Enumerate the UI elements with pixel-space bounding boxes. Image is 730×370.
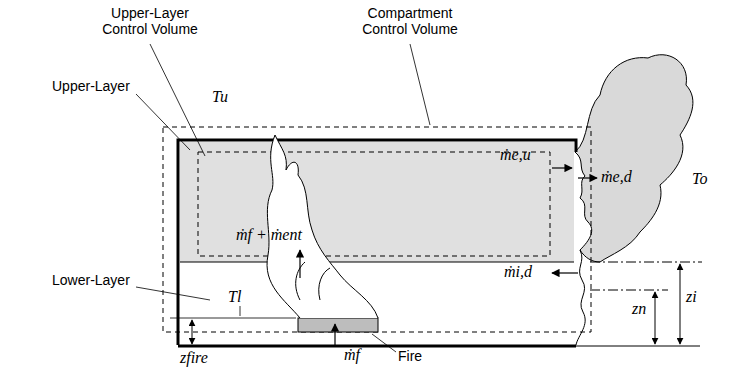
mass-flow-symbol: ṁf [344,346,360,364]
upper-layer-fill [180,142,574,262]
height-symbol: zi [686,288,697,306]
outflow-upper-arrow [552,167,572,168]
mass-flow-symbol: ṁe,u [500,146,531,164]
leader-line [150,44,205,156]
mass-flow-symbol: ṁe,d [601,168,632,186]
leader-line [136,287,210,300]
height-symbol: zfire [180,349,208,367]
neutral-plane-arrow [655,292,656,344]
inflow-arrow [552,272,578,273]
leader-line [410,44,430,125]
temperature-symbol: To [692,170,707,188]
control-volume-label: Upper-Layer Control Volume [92,5,208,37]
layer-label: Lower-Layer [52,272,130,288]
leader-line [136,94,190,150]
interface-height-arrow [680,264,681,344]
ground-line [576,346,700,347]
temperature-symbol: Tl [228,288,241,306]
fire-label: Fire [398,348,422,364]
layer-interface [180,262,574,263]
mass-flow-symbol: ṁf + ṁent [236,226,302,244]
leader-line [240,306,241,316]
control-volume-label: Compartment Control Volume [350,5,470,37]
height-symbol: zn [632,300,646,318]
flame-lines [296,262,330,300]
fire-base-line [170,318,296,319]
fire-elevation-arrow [192,320,193,344]
plume-arrow [299,250,300,278]
fuel-arrow [334,324,335,345]
outflow-plume [575,55,693,262]
outflow-vent-arrow [578,177,597,178]
vent-flow-boundary [576,250,585,345]
mass-flow-symbol: ṁi,d [504,263,532,281]
upper-layer-control-volume [198,152,550,256]
temperature-symbol: Tu [212,88,228,106]
leader-line [372,334,396,352]
fire-source [298,318,378,332]
neutral-plane-line [590,290,668,291]
compartment-floor [178,345,576,348]
compartment-control-volume [163,127,591,332]
layer-label: Upper-Layer [52,78,130,94]
interface-height-line [590,262,702,263]
